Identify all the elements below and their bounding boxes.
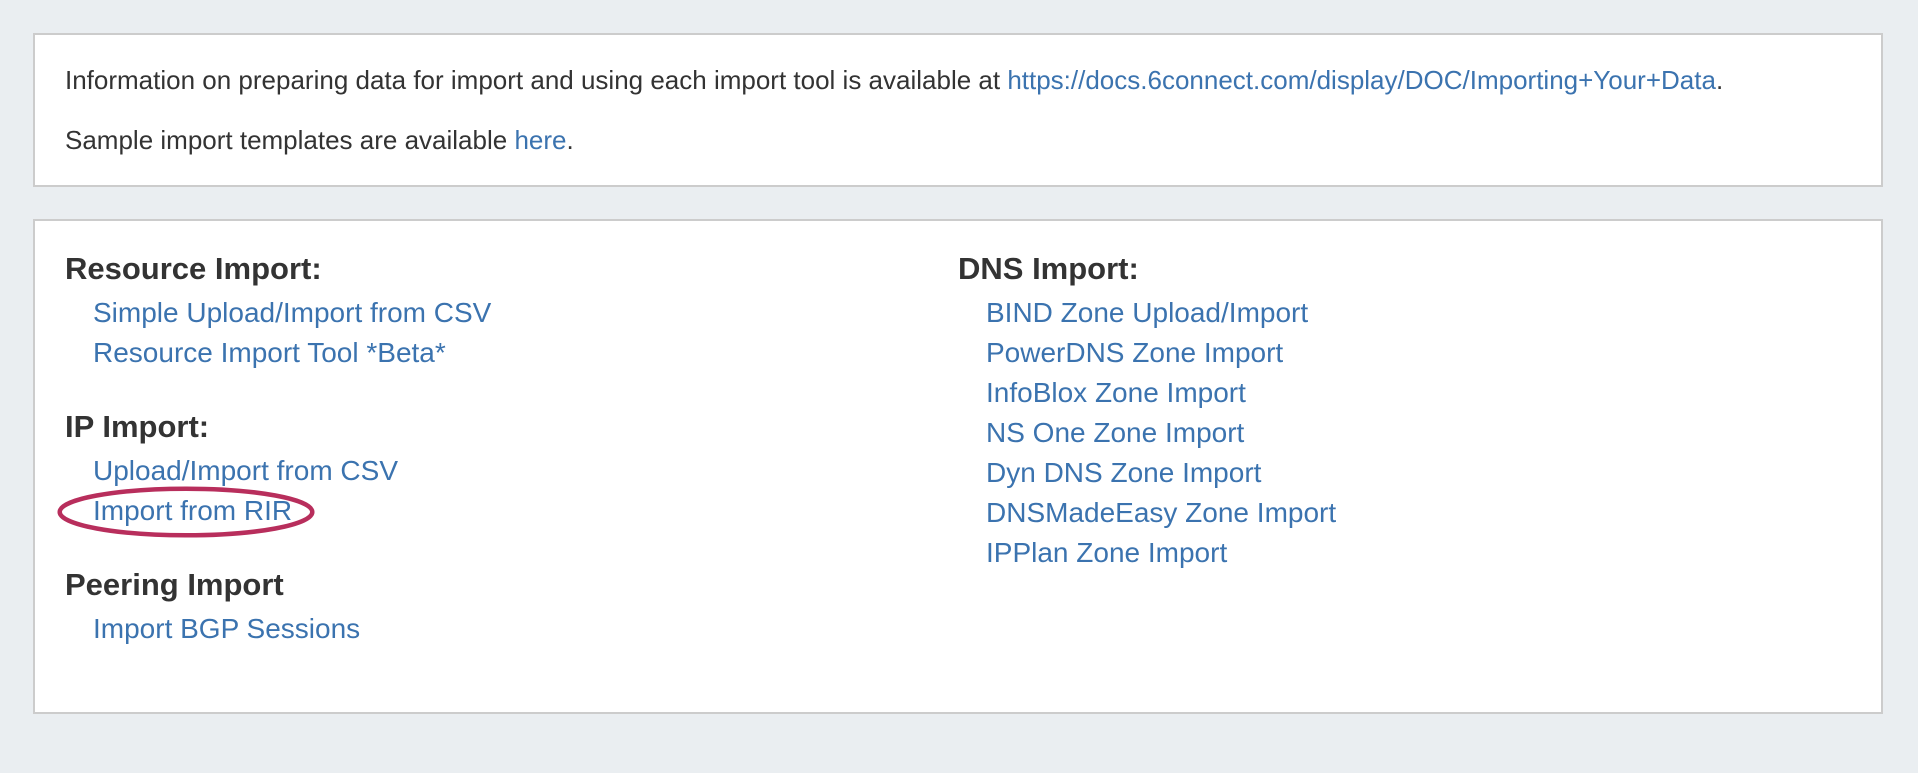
import-columns: Resource Import: Simple Upload/Import fr… (57, 247, 1851, 649)
link-line: Dyn DNS Zone Import (958, 453, 1851, 493)
link-dnsmadeeasy-zone-import[interactable]: DNSMadeEasy Zone Import (986, 497, 1337, 528)
right-column: DNS Import: BIND Zone Upload/Import Powe… (958, 247, 1851, 649)
info-line1-period: . (1715, 65, 1724, 95)
link-line: Upload/Import from CSV (65, 451, 958, 491)
link-line: DNSMadeEasy Zone Import (958, 493, 1851, 533)
link-bind-zone-upload-import[interactable]: BIND Zone Upload/Import (986, 297, 1309, 328)
info-line-sample-templates: Sample import templates are available he… (65, 125, 1851, 155)
info-line2-text: Sample import templates are available (65, 125, 515, 155)
link-upload-import-csv[interactable]: Upload/Import from CSV (93, 455, 398, 486)
link-powerdns-zone-import[interactable]: PowerDNS Zone Import (986, 337, 1284, 368)
import-tools-box: Resource Import: Simple Upload/Import fr… (33, 219, 1883, 714)
link-line: Resource Import Tool *Beta* (65, 333, 958, 373)
section-ip-import: IP Import: Upload/Import from CSV Import… (57, 405, 958, 538)
link-line: NS One Zone Import (958, 413, 1851, 453)
link-ipplan-zone-import[interactable]: IPPlan Zone Import (986, 537, 1228, 568)
link-line: InfoBlox Zone Import (958, 373, 1851, 413)
sample-templates-here-link[interactable]: here (514, 125, 567, 155)
heading-dns-import: DNS Import: (958, 251, 1139, 286)
link-dyndns-zone-import[interactable]: Dyn DNS Zone Import (986, 457, 1262, 488)
heading-peering-import: Peering Import (65, 567, 284, 602)
info-line2-period: . (566, 125, 574, 155)
info-line1-text: Information on preparing data for import… (65, 65, 1008, 95)
link-resource-import-tool-beta[interactable]: Resource Import Tool *Beta* (93, 337, 446, 368)
info-box: Information on preparing data for import… (33, 33, 1883, 187)
docs-import-url-link[interactable]: https://docs.6connect.com/display/DOC/Im… (1007, 65, 1716, 95)
annotated-link-wrap: Import from RIR (57, 486, 315, 538)
left-column: Resource Import: Simple Upload/Import fr… (57, 247, 958, 649)
link-import-from-rir[interactable]: Import from RIR (93, 495, 293, 526)
section-peering-import: Peering Import Import BGP Sessions (65, 563, 958, 649)
link-line: PowerDNS Zone Import (958, 333, 1851, 373)
link-line-annotated: Import from RIR (57, 486, 958, 538)
heading-ip-import: IP Import: (65, 409, 210, 444)
link-simple-upload-import-csv[interactable]: Simple Upload/Import from CSV (93, 297, 492, 328)
section-dns-import: DNS Import: BIND Zone Upload/Import Powe… (958, 247, 1851, 573)
link-nsone-zone-import[interactable]: NS One Zone Import (986, 417, 1245, 448)
link-line: IPPlan Zone Import (958, 533, 1851, 573)
link-import-bgp-sessions[interactable]: Import BGP Sessions (93, 613, 361, 644)
link-infoblox-zone-import[interactable]: InfoBlox Zone Import (986, 377, 1246, 408)
link-line: BIND Zone Upload/Import (958, 293, 1851, 333)
info-line-import-docs: Information on preparing data for import… (65, 65, 1851, 95)
link-line: Simple Upload/Import from CSV (65, 293, 958, 333)
link-line: Import BGP Sessions (65, 609, 958, 649)
heading-resource-import: Resource Import: (65, 251, 322, 286)
section-resource-import: Resource Import: Simple Upload/Import fr… (65, 247, 958, 373)
